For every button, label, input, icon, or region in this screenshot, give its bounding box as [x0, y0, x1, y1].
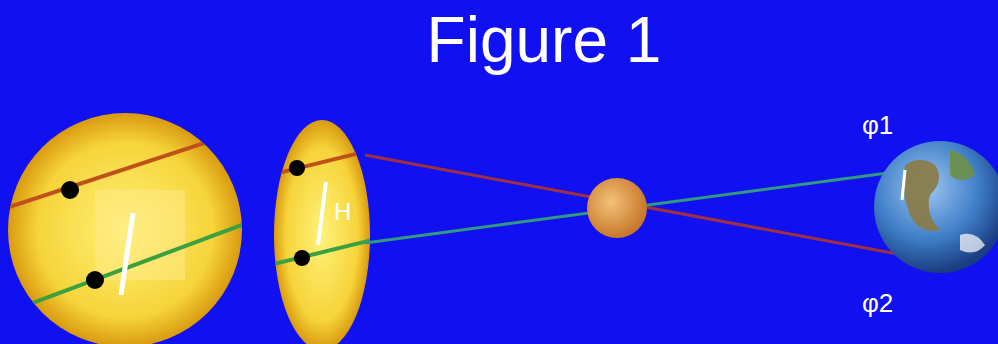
- sun-disc: [8, 113, 242, 344]
- sight-line: [365, 170, 910, 243]
- venus-dot: [61, 181, 79, 199]
- figure-title: Figure 1: [0, 8, 998, 72]
- venus-dot: [86, 271, 104, 289]
- angle-label: φ2: [862, 290, 893, 316]
- red-chord: [0, 128, 250, 210]
- venus-dot: [294, 250, 310, 266]
- separation-bar: [121, 213, 133, 295]
- venus-planet: [587, 178, 647, 238]
- h-label: H: [334, 200, 351, 224]
- venus-dot: [289, 160, 305, 176]
- angle-label: φ1: [862, 112, 893, 138]
- separation-bar: [318, 182, 326, 245]
- earth-planet: [874, 141, 998, 273]
- sight-line: [365, 155, 930, 260]
